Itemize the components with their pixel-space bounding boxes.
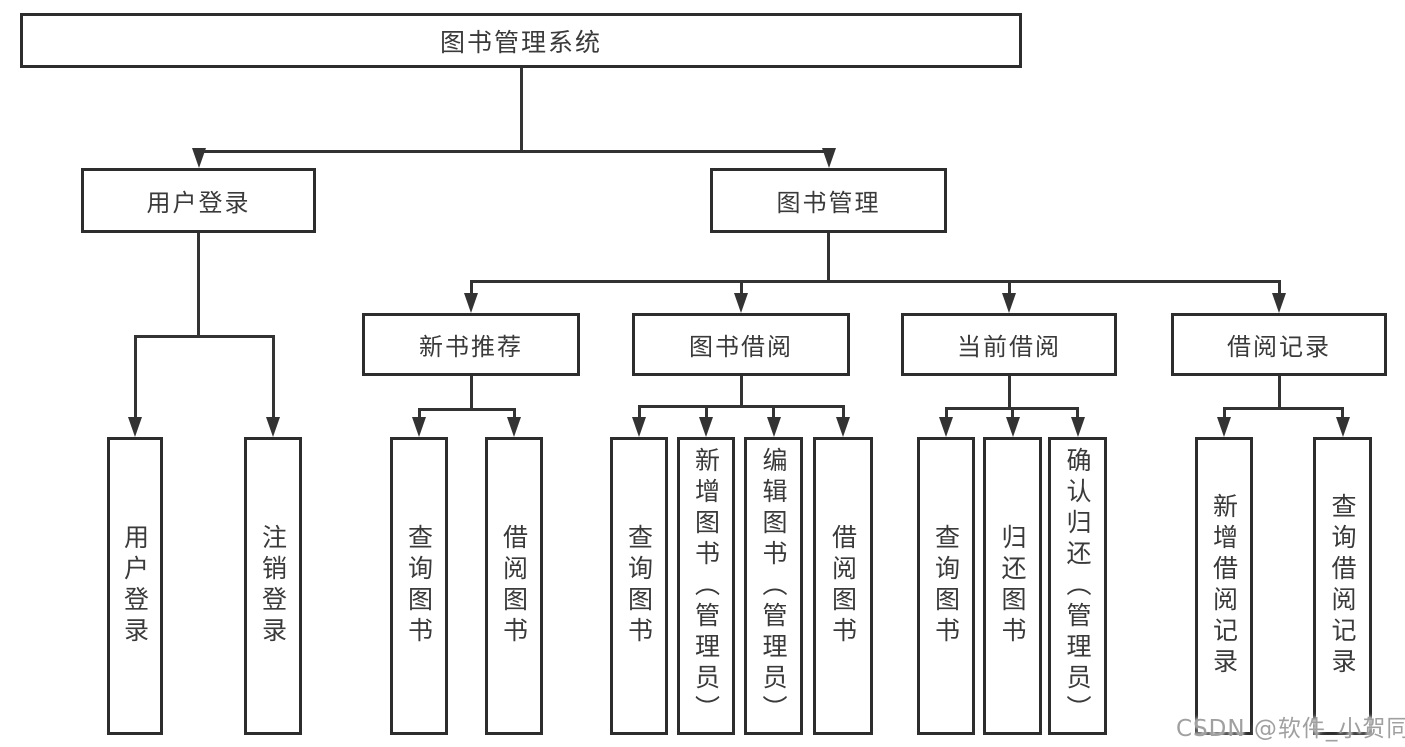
node-bb-borrow-book: 借阅图书 bbox=[813, 437, 873, 735]
node-label: 当前借阅 bbox=[957, 333, 1061, 361]
node-cb-return-book: 归还图书 bbox=[983, 437, 1042, 735]
connector-line bbox=[1277, 376, 1281, 407]
node-label: 图书借阅 bbox=[689, 333, 793, 361]
connector-line bbox=[133, 335, 137, 421]
node-new-book-rec: 新书推荐 bbox=[362, 313, 580, 376]
arrow-down-icon bbox=[412, 417, 426, 437]
arrow-down-icon bbox=[1335, 417, 1350, 437]
node-label: 图书管理 bbox=[776, 189, 881, 217]
connector-line bbox=[417, 408, 421, 421]
node-label: 新增借阅记录 bbox=[1209, 493, 1239, 679]
connector-line bbox=[841, 405, 845, 421]
connector-line bbox=[197, 150, 830, 153]
node-current-borrow: 当前借阅 bbox=[901, 313, 1117, 376]
node-br-add-record: 新增借阅记录 bbox=[1195, 437, 1253, 735]
connector-line bbox=[469, 280, 1281, 283]
arrow-down-icon bbox=[464, 293, 478, 313]
connector-line bbox=[827, 233, 830, 280]
connector-line bbox=[1076, 407, 1079, 421]
connector-line bbox=[417, 408, 516, 411]
node-bb-edit-book: 编辑图书（管理员） bbox=[744, 437, 803, 735]
node-label: 查询图书 bbox=[931, 524, 961, 648]
connector-line bbox=[1007, 376, 1011, 407]
node-br-query-record: 查询借阅记录 bbox=[1313, 437, 1372, 735]
node-label: 借阅图书 bbox=[499, 524, 529, 648]
connector-line bbox=[519, 68, 523, 150]
node-book-borrow: 图书借阅 bbox=[632, 313, 850, 376]
arrow-down-icon bbox=[734, 293, 748, 313]
node-book-mgmt: 图书管理 bbox=[710, 168, 947, 233]
node-label: 查询图书 bbox=[624, 524, 654, 648]
connector-line bbox=[1341, 407, 1344, 421]
node-user-login: 用户登录 bbox=[81, 168, 316, 233]
node-borrow-record: 借阅记录 bbox=[1171, 313, 1387, 376]
node-cb-query-book: 查询图书 bbox=[917, 437, 975, 735]
connector-line bbox=[772, 405, 775, 421]
arrow-down-icon bbox=[632, 417, 646, 437]
node-label: 借阅图书 bbox=[828, 524, 858, 648]
node-label: 查询图书 bbox=[404, 524, 434, 648]
arrow-down-icon bbox=[1002, 293, 1016, 313]
connector-line bbox=[133, 335, 275, 338]
node-nbr-query-book: 查询图书 bbox=[390, 437, 448, 735]
connector-line bbox=[944, 407, 948, 421]
arrow-down-icon bbox=[266, 417, 280, 437]
arrow-down-icon bbox=[507, 417, 521, 437]
arrow-down-icon bbox=[836, 417, 850, 437]
node-label: 新增图书（管理员） bbox=[691, 446, 721, 726]
node-root: 图书管理系统 bbox=[20, 13, 1022, 68]
connector-line bbox=[1222, 407, 1226, 421]
arrow-down-icon bbox=[766, 417, 781, 437]
connector-line bbox=[1011, 407, 1014, 421]
node-nbr-borrow-book: 借阅图书 bbox=[485, 437, 543, 735]
arrow-down-icon bbox=[1217, 417, 1231, 437]
connector-line bbox=[739, 280, 743, 297]
node-label: 归还图书 bbox=[998, 524, 1027, 648]
node-cb-confirm-return: 确认归还（管理员） bbox=[1048, 437, 1107, 735]
connector-line bbox=[1277, 280, 1281, 297]
node-bb-query-book: 查询图书 bbox=[610, 437, 668, 735]
node-bb-add-book: 新增图书（管理员） bbox=[677, 437, 735, 735]
node-label: 查询借阅记录 bbox=[1328, 493, 1357, 679]
node-label: 用户登录 bbox=[146, 189, 251, 217]
connector-line bbox=[1007, 280, 1011, 297]
node-label: 确认归还（管理员） bbox=[1063, 446, 1092, 726]
node-ul-login: 用户登录 bbox=[107, 437, 163, 735]
node-label: 注销登录 bbox=[258, 524, 288, 648]
connector-line bbox=[704, 405, 708, 421]
connector-line bbox=[469, 280, 473, 297]
connector-line bbox=[637, 405, 845, 408]
node-label: 编辑图书（管理员） bbox=[759, 446, 788, 726]
node-label: 借阅记录 bbox=[1227, 333, 1331, 361]
arrow-down-icon bbox=[939, 417, 953, 437]
arrow-down-icon bbox=[128, 417, 142, 437]
arrow-down-icon bbox=[1272, 293, 1286, 313]
node-label: 图书管理系统 bbox=[439, 27, 602, 57]
arrow-down-icon bbox=[699, 417, 713, 437]
csdn-watermark: CSDN @软件_小贺同学 bbox=[1176, 716, 1405, 742]
node-label: 新书推荐 bbox=[419, 333, 523, 361]
connector-line bbox=[1222, 407, 1344, 410]
arrow-down-icon bbox=[1005, 417, 1020, 437]
connector-line bbox=[197, 233, 200, 335]
connector-line bbox=[637, 405, 641, 421]
connector-line bbox=[469, 376, 473, 408]
connector-line bbox=[512, 408, 516, 421]
node-label: 用户登录 bbox=[120, 524, 150, 648]
arrow-down-icon bbox=[1070, 417, 1085, 437]
connector-line bbox=[271, 335, 275, 421]
connector-line bbox=[739, 376, 743, 405]
node-ul-logout: 注销登录 bbox=[244, 437, 302, 735]
arrow-down-icon bbox=[191, 148, 206, 168]
arrow-down-icon bbox=[821, 148, 836, 168]
